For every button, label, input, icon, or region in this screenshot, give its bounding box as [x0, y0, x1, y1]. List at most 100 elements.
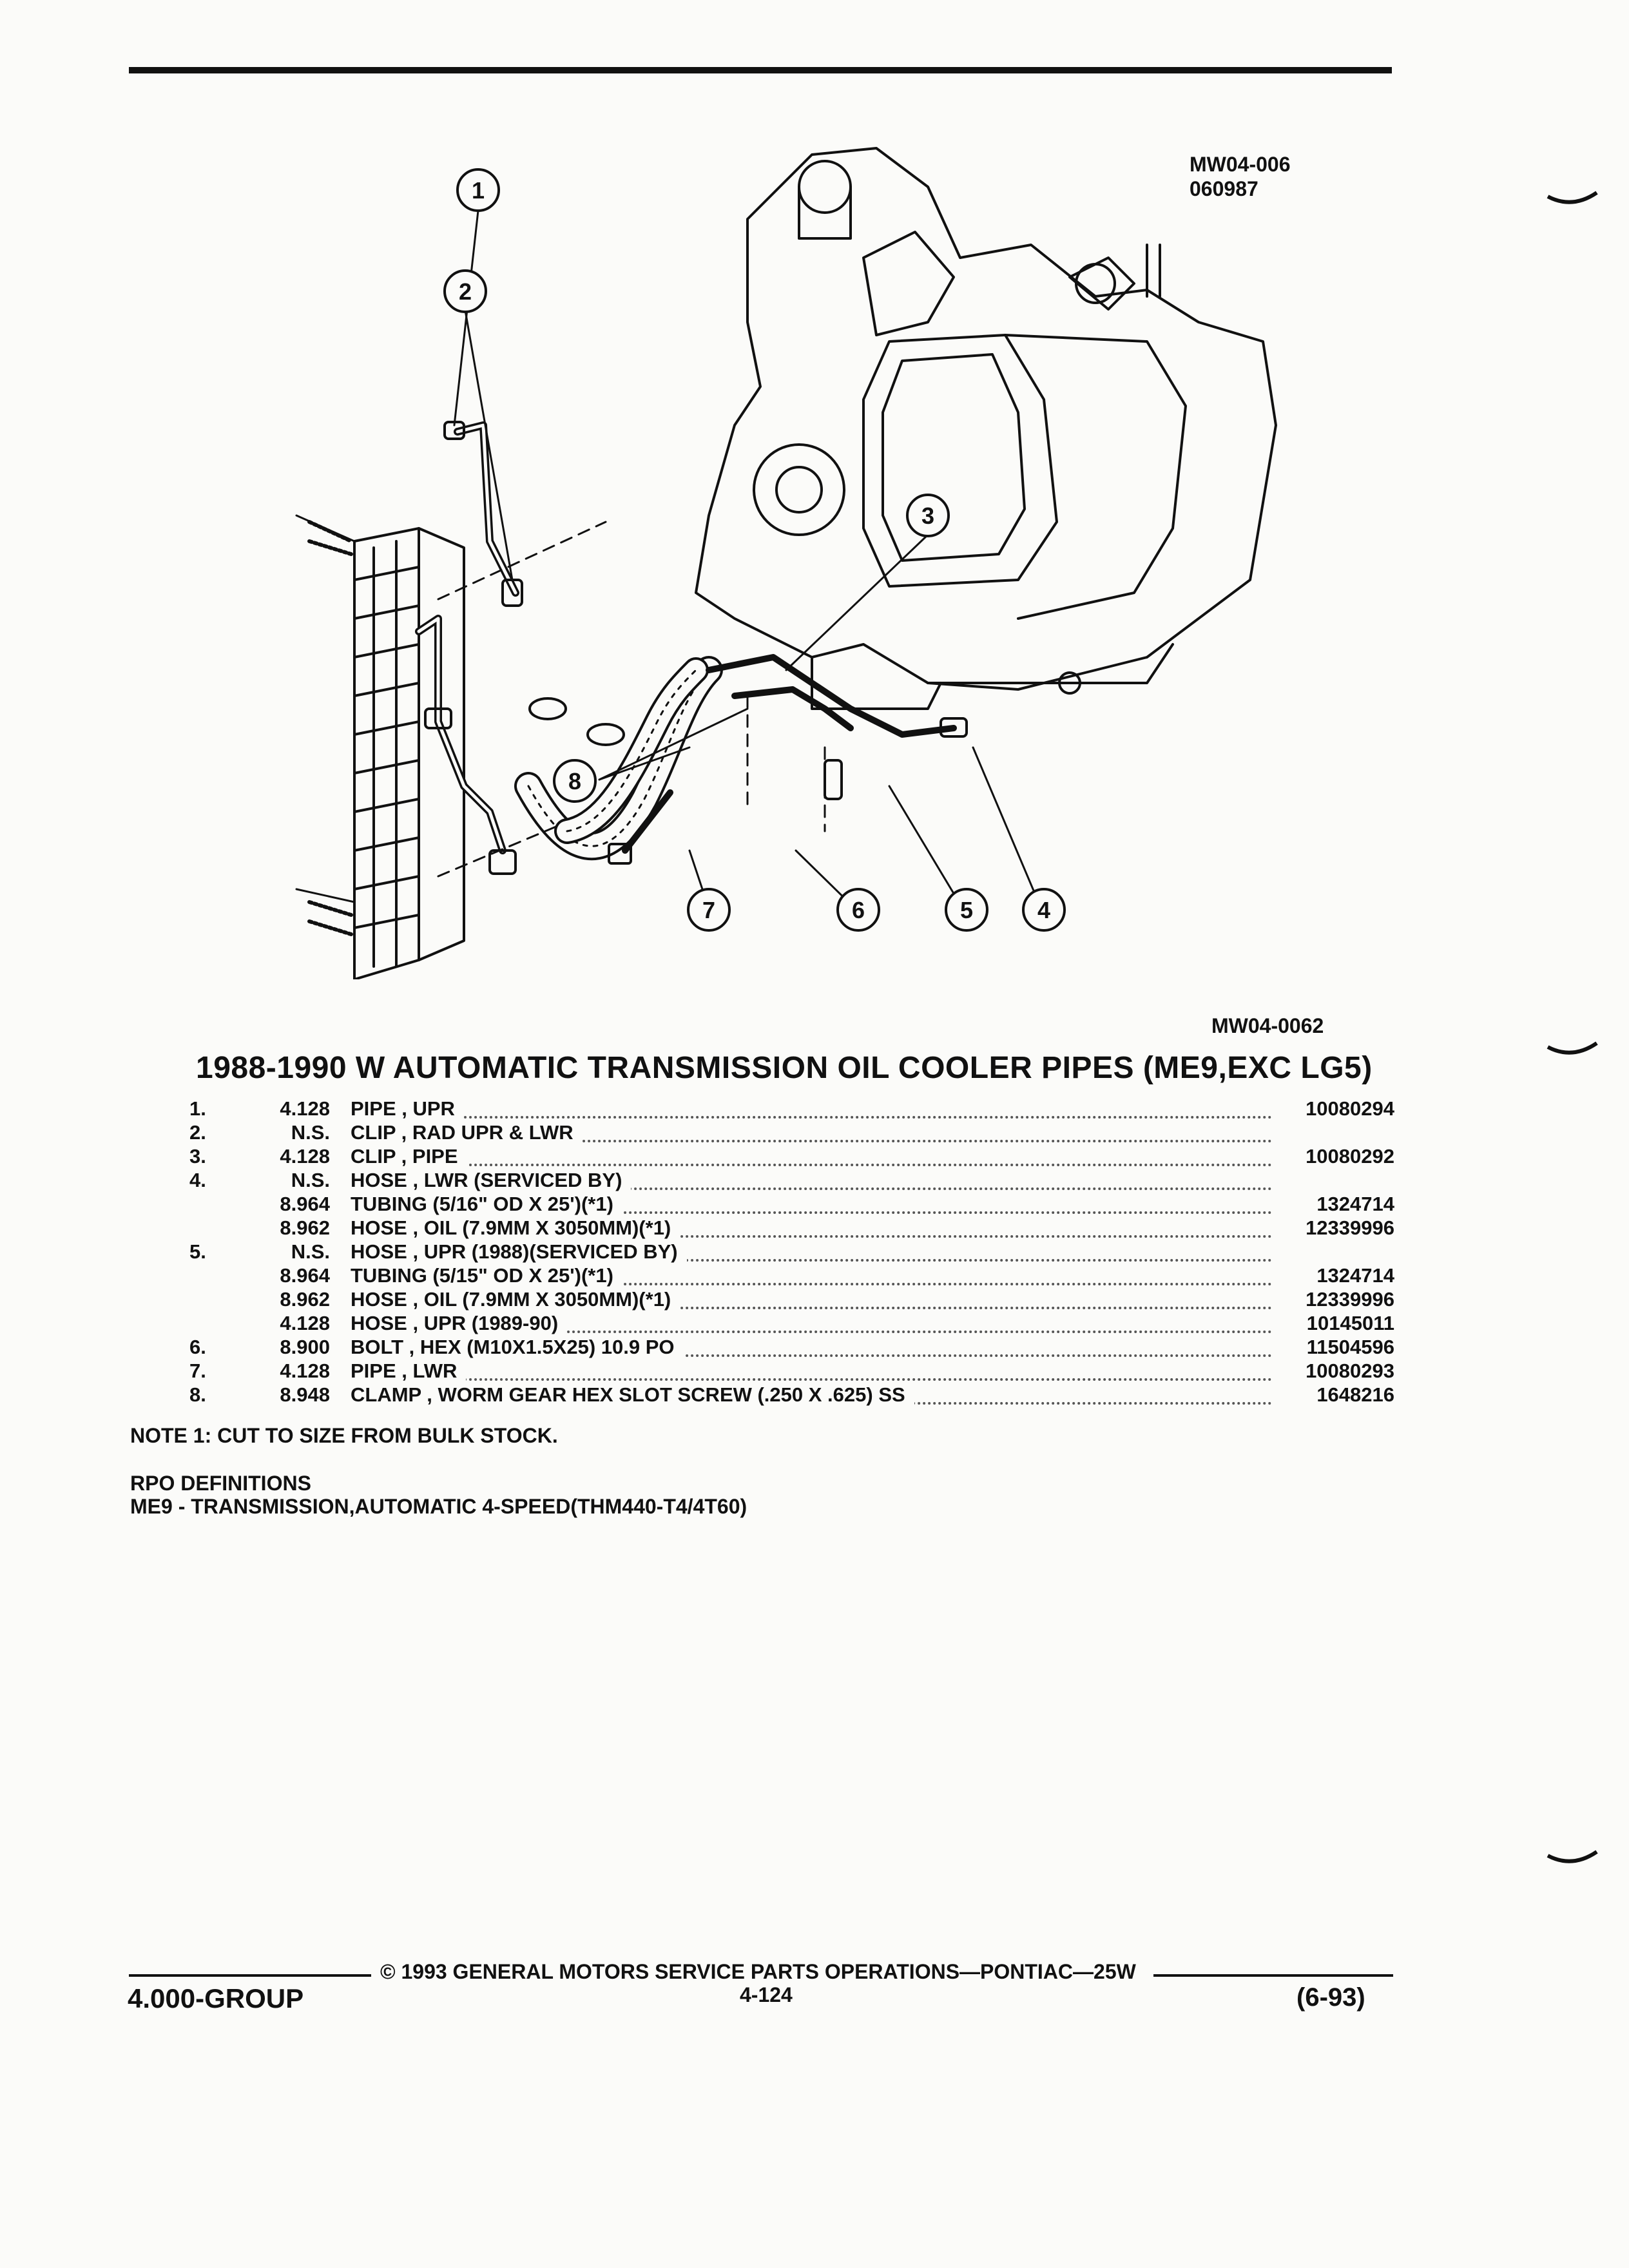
binder-mark-icon — [1547, 1041, 1598, 1055]
part-pn: 10145011 — [1306, 1312, 1394, 1334]
part-description: HOSE , OIL (7.9MM X 3050MM)(*1) — [351, 1216, 680, 1240]
part-description: HOSE , OIL (7.9MM X 3050MM)(*1) — [351, 1287, 680, 1311]
callout-5: 5 — [945, 888, 988, 932]
part-description: CLAMP , WORM GEAR HEX SLOT SCREW (.250 X… — [351, 1383, 914, 1407]
figure-date-code: 060987 — [1190, 177, 1258, 200]
part-row: 4. N.S. HOSE , LWR (SERVICED BY) — [189, 1168, 1394, 1192]
rpo-heading: RPO DEFINITIONS — [130, 1472, 311, 1495]
leader-dots — [351, 1294, 1272, 1309]
part-number: 7. — [189, 1360, 206, 1382]
callout-4: 4 — [1022, 888, 1066, 932]
svg-text:5: 5 — [960, 897, 973, 923]
leader-dots — [351, 1127, 1272, 1142]
leader-dots — [351, 1318, 1272, 1333]
part-group: 4.128 — [280, 1360, 330, 1382]
svg-text:8: 8 — [568, 768, 581, 794]
part-pn: 10080293 — [1306, 1360, 1394, 1382]
part-group: 8.964 — [280, 1264, 330, 1287]
part-description: BOLT , HEX (M10X1.5X25) 10.9 PO — [351, 1335, 684, 1359]
part-row: 8. 8.948 CLAMP , WORM GEAR HEX SLOT SCREW … — [189, 1383, 1394, 1407]
part-group: 8.962 — [280, 1216, 330, 1239]
hoses — [514, 656, 723, 861]
section-title: 1988-1990 W AUTOMATIC TRANSMISSION OIL C… — [196, 1051, 1373, 1085]
callout-8: 8 — [553, 759, 597, 803]
figure-id-block: MW04-006 060987 — [1190, 152, 1291, 201]
part-description: CLIP , RAD UPR & LWR — [351, 1120, 583, 1144]
part-row: 2. N.S. CLIP , RAD UPR & LWR — [189, 1120, 1394, 1144]
part-pn: 10080292 — [1306, 1145, 1394, 1168]
transmission — [695, 147, 1277, 710]
part-row: 5. N.S. HOSE , UPR (1988)(SERVICED BY) — [189, 1240, 1394, 1264]
part-pn: 1324714 — [1316, 1193, 1394, 1215]
part-pn: 1648216 — [1316, 1383, 1394, 1406]
part-description: PIPE , LWR — [351, 1359, 467, 1383]
leader-dots — [351, 1175, 1272, 1190]
footer-rule-left — [129, 1974, 371, 1977]
lower-pipe — [415, 615, 517, 875]
part-row: 8.962 HOSE , OIL (7.9MM X 3050MM)(*1) 1233… — [189, 1287, 1394, 1311]
part-row: 8.964 TUBING (5/16" OD X 25')(*1) 1324714 — [189, 1192, 1394, 1216]
figure-id: MW04-006 — [1190, 153, 1291, 176]
part-description: TUBING (5/16" OD X 25')(*1) — [351, 1192, 622, 1216]
note: NOTE 1: CUT TO SIZE FROM BULK STOCK. — [130, 1424, 558, 1447]
header-rule — [129, 67, 1392, 73]
part-description: HOSE , LWR (SERVICED BY) — [351, 1168, 631, 1192]
part-description: PIPE , UPR — [351, 1097, 464, 1120]
svg-text:6: 6 — [852, 897, 865, 923]
part-description: HOSE , UPR (1989-90) — [351, 1311, 568, 1335]
part-number: 6. — [189, 1336, 206, 1358]
part-description: HOSE , UPR (1988)(SERVICED BY) — [351, 1240, 687, 1264]
parts-diagram: 1 2 3 4 5 6 7 8 — [295, 147, 1277, 979]
figure-ref: MW04-0062 — [1211, 1014, 1324, 1037]
part-group: N.S. — [291, 1121, 330, 1144]
svg-text:4: 4 — [1037, 897, 1050, 923]
part-pn: 12339996 — [1306, 1288, 1394, 1311]
part-row: 6. 8.900 BOLT , HEX (M10X1.5X25) 10.9 PO 11… — [189, 1335, 1394, 1359]
part-group: 4.128 — [280, 1097, 330, 1120]
part-description: CLIP , PIPE — [351, 1144, 467, 1168]
revision-date: (6-93) — [1296, 1983, 1365, 2012]
rpo-definition: ME9 - TRANSMISSION,AUTOMATIC 4-SPEED(THM… — [130, 1495, 747, 1518]
part-number: 8. — [189, 1383, 206, 1406]
page-number: 4-124 — [740, 1983, 793, 2006]
footer-group: 4.000-GROUP — [128, 1983, 304, 2013]
leader-dots — [351, 1246, 1272, 1262]
copyright: © 1993 GENERAL MOTORS SERVICE PARTS OPER… — [380, 1960, 1136, 1983]
part-group: N.S. — [291, 1169, 330, 1191]
svg-text:3: 3 — [921, 503, 934, 529]
binder-mark-icon — [1547, 1850, 1598, 1863]
part-group: 8.964 — [280, 1193, 330, 1215]
part-row: 8.962 HOSE , OIL (7.9MM X 3050MM)(*1) 1233… — [189, 1216, 1394, 1240]
part-number: 2. — [189, 1121, 206, 1144]
part-number: 3. — [189, 1145, 206, 1168]
footer-rule-right — [1153, 1974, 1393, 1977]
part-pn: 11504596 — [1306, 1336, 1394, 1358]
svg-text:1: 1 — [472, 177, 485, 204]
callout-3: 3 — [906, 494, 950, 537]
leader-dots — [351, 1222, 1272, 1238]
part-group: 8.962 — [280, 1288, 330, 1311]
leader-dots — [351, 1151, 1272, 1166]
callout-6: 6 — [836, 888, 880, 932]
part-group: 8.900 — [280, 1336, 330, 1358]
part-pn: 12339996 — [1306, 1216, 1394, 1239]
leader-dots — [351, 1198, 1272, 1214]
leader-dots — [351, 1341, 1272, 1357]
part-number: 4. — [189, 1169, 206, 1191]
svg-text:7: 7 — [702, 897, 715, 923]
part-pn: 1324714 — [1316, 1264, 1394, 1287]
part-row: 3. 4.128 CLIP , PIPE 10080292 — [189, 1144, 1394, 1168]
callout-7: 7 — [687, 888, 731, 932]
part-number: 5. — [189, 1240, 206, 1263]
part-number: 1. — [189, 1097, 206, 1120]
part-group: N.S. — [291, 1240, 330, 1263]
part-group: 4.128 — [280, 1145, 330, 1168]
callout-1: 1 — [456, 168, 500, 212]
leader-dots — [351, 1365, 1272, 1381]
leader-dots — [351, 1103, 1272, 1119]
part-group: 8.948 — [280, 1383, 330, 1406]
